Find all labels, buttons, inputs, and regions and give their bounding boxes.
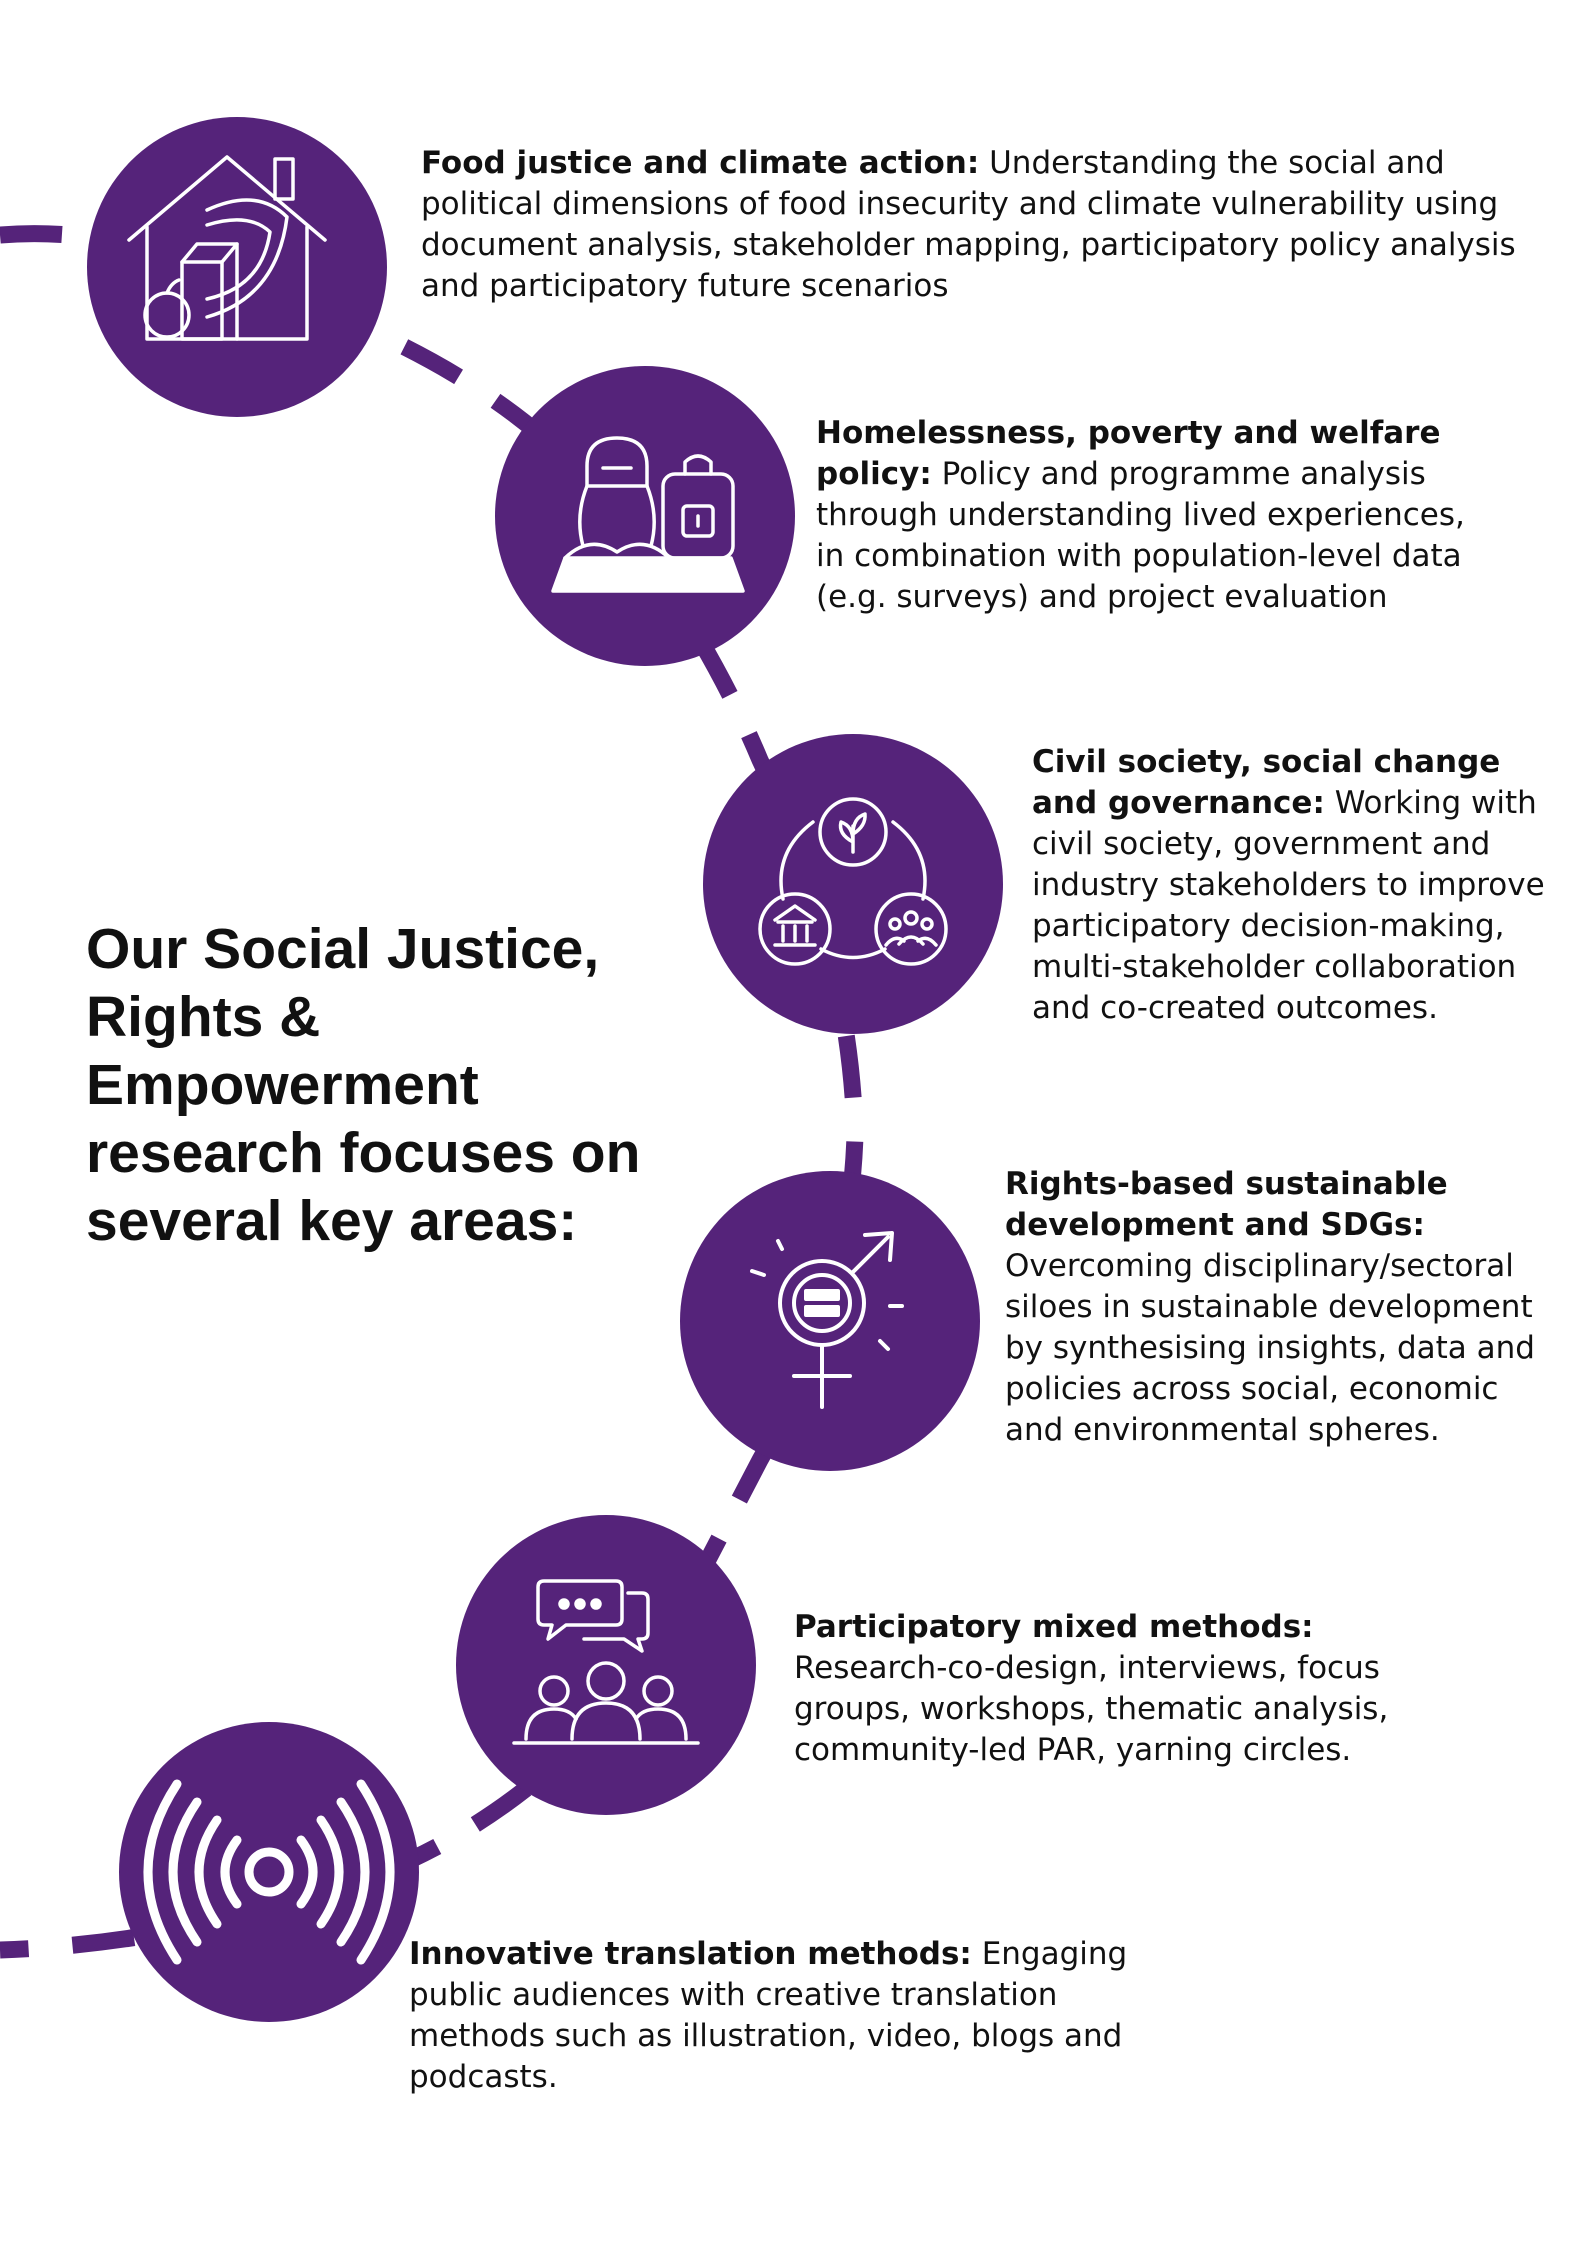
item-homelessness: Homelessness, poverty and welfare policy… bbox=[816, 413, 1496, 618]
group-discussion-icon bbox=[512, 1579, 700, 1745]
gender-equality-icon bbox=[750, 1231, 904, 1409]
house-food-icon bbox=[127, 155, 327, 341]
item-text: Working with civil society, government a… bbox=[1032, 785, 1545, 1026]
item-text: Understanding the social and political d… bbox=[421, 145, 1516, 304]
headline: Our Social Justice, Rights & Empowerment… bbox=[86, 917, 641, 1253]
food-justice-circle bbox=[87, 117, 387, 417]
homeless-person-backpack-icon bbox=[551, 436, 745, 593]
homelessness-circle bbox=[495, 366, 795, 666]
item-title: Rights-based sustainable development and… bbox=[1005, 1166, 1448, 1243]
item-text: Research-co-design, interviews, focus gr… bbox=[794, 1650, 1389, 1768]
item-text: Overcoming disciplinary/sectoral siloes … bbox=[1005, 1248, 1535, 1448]
item-civil-society: Civil society, social change and governa… bbox=[1032, 742, 1552, 1029]
item-sdgs: Rights-based sustainable development and… bbox=[1005, 1164, 1545, 1451]
item-title: Participatory mixed methods: bbox=[794, 1609, 1314, 1645]
item-title: Civil society, social change and governa… bbox=[1032, 744, 1501, 821]
stakeholder-cycle-icon bbox=[758, 797, 948, 966]
civil-society-circle bbox=[703, 734, 1003, 1034]
translation-methods-circle bbox=[119, 1722, 419, 2022]
broadcast-signal-icon bbox=[143, 1779, 395, 1965]
item-title: Innovative translation methods: bbox=[409, 1936, 972, 1972]
sdg-circle bbox=[680, 1171, 980, 1471]
item-food-justice: Food justice and climate action: Underst… bbox=[421, 143, 1531, 307]
item-title: Homelessness, poverty and welfare policy… bbox=[816, 415, 1441, 492]
participatory-methods-circle bbox=[456, 1515, 756, 1815]
item-title: Food justice and climate action: bbox=[421, 145, 980, 181]
item-text: Engaging public audiences with creative … bbox=[409, 1936, 1128, 2095]
item-text: Policy and programme analysis through un… bbox=[816, 456, 1465, 615]
item-participatory: Participatory mixed methods: Research-co… bbox=[794, 1607, 1414, 1771]
item-translation: Innovative translation methods: Engaging… bbox=[409, 1934, 1169, 2098]
